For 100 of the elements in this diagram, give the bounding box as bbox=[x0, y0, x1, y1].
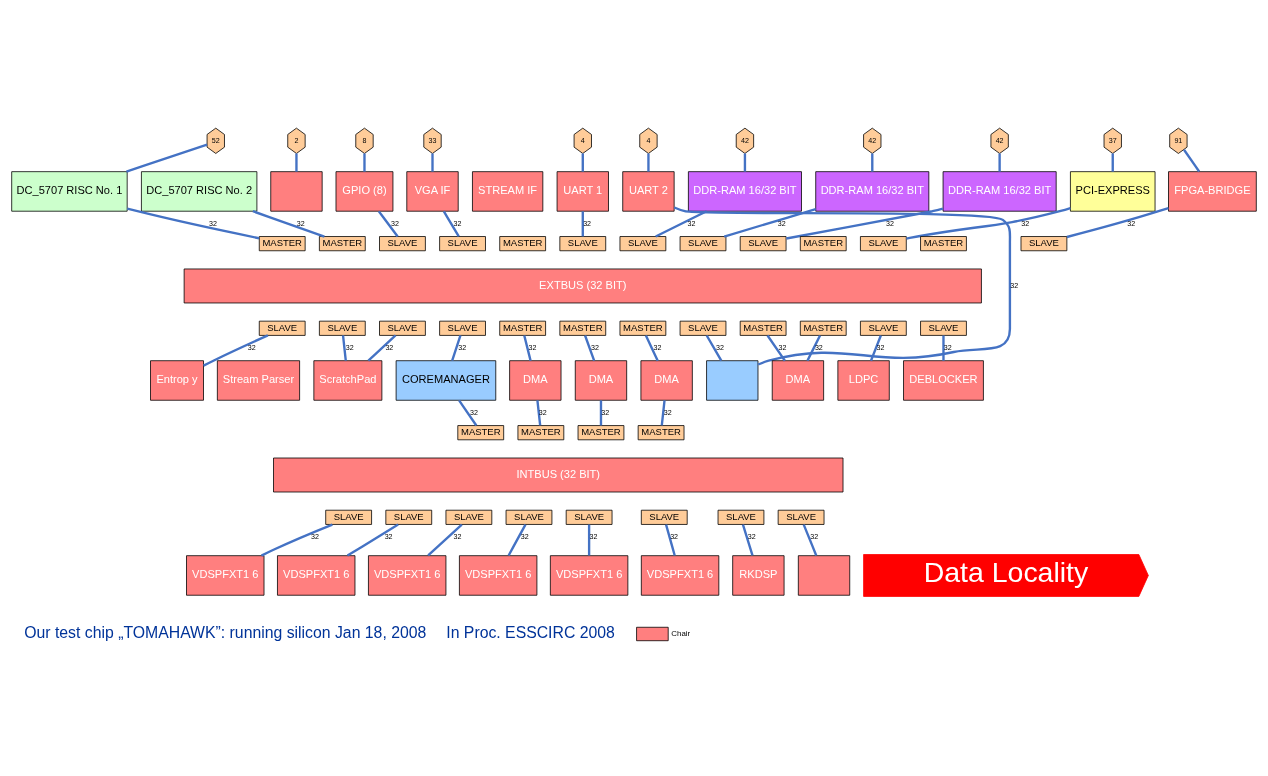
connector bbox=[431, 153, 434, 172]
connector bbox=[743, 153, 747, 172]
connector bbox=[647, 153, 650, 172]
node-box: ScratchPad bbox=[313, 360, 383, 401]
connector bbox=[581, 153, 584, 172]
node-box: LDPC bbox=[837, 360, 890, 401]
connector bbox=[1066, 206, 1169, 239]
node-box: SLAVE bbox=[505, 509, 553, 525]
connector bbox=[705, 334, 723, 362]
connector bbox=[802, 524, 818, 556]
node-box: DMA bbox=[771, 360, 825, 401]
connector bbox=[587, 524, 591, 556]
node-box: MASTER bbox=[920, 236, 967, 252]
node-box: SLAVE bbox=[679, 236, 727, 252]
node-box: SLAVE bbox=[920, 320, 967, 336]
node-box: SLAVE bbox=[640, 509, 688, 525]
connector bbox=[906, 206, 1071, 240]
node-box: MASTER bbox=[619, 320, 667, 336]
node-box: Stream Parser bbox=[216, 360, 300, 401]
connector bbox=[451, 335, 462, 362]
connector bbox=[427, 523, 463, 557]
node-box: SLAVE bbox=[679, 320, 727, 336]
node-box: FPGA-BRIDGE bbox=[1168, 171, 1257, 212]
node-box: SLAVE bbox=[559, 236, 607, 252]
connector bbox=[458, 399, 478, 427]
node-box: SLAVE bbox=[258, 320, 306, 336]
connector bbox=[1111, 153, 1114, 172]
connector bbox=[664, 524, 676, 556]
node-box: MASTER bbox=[577, 425, 625, 441]
connector bbox=[583, 335, 596, 362]
node-box: DDR-RAM 16/32 BIT bbox=[815, 171, 930, 212]
connector bbox=[741, 524, 754, 556]
node-box: SLAVE bbox=[717, 509, 765, 525]
node-box: DMA bbox=[640, 360, 693, 401]
node-box: VDSPFXT1 6 bbox=[549, 555, 629, 596]
node-box: MASTER bbox=[258, 236, 306, 252]
node-box: COREMANAGER bbox=[395, 360, 497, 401]
node-box: SLAVE bbox=[379, 320, 426, 336]
connector bbox=[377, 210, 399, 238]
node-box: DMA bbox=[509, 360, 562, 401]
connector bbox=[523, 335, 532, 361]
connector bbox=[869, 335, 882, 362]
node-box: DEBLOCKER bbox=[903, 360, 984, 401]
legend-label: Chair bbox=[671, 628, 691, 638]
connector bbox=[442, 210, 460, 238]
node-box: MASTER bbox=[517, 425, 565, 441]
node-box: VDSPFXT1 6 bbox=[640, 555, 720, 596]
connector bbox=[660, 400, 666, 426]
node-box: VDSPFXT1 6 bbox=[459, 555, 538, 596]
connector bbox=[871, 153, 874, 172]
node-box: STREAM IF bbox=[472, 171, 544, 212]
connector bbox=[673, 206, 1012, 366]
node-box bbox=[797, 555, 851, 596]
connector bbox=[341, 335, 347, 361]
label: Our test chip „TOMAHAWK”: running silicon Jan 18, 2008 bbox=[24, 623, 427, 641]
node-box: INTBUS (32 BIT) bbox=[273, 457, 844, 493]
node-box: MASTER bbox=[799, 236, 847, 252]
connector bbox=[766, 334, 786, 362]
node-box: MASTER bbox=[637, 425, 685, 441]
node-box: DC_5707 RISC No. 1 bbox=[11, 171, 128, 212]
node-box: PCI-EXPRESS bbox=[1070, 171, 1156, 212]
node-box: SLAVE bbox=[379, 236, 426, 252]
node-box bbox=[270, 171, 323, 212]
node-box: SLAVE bbox=[439, 236, 486, 252]
node-box: MASTER bbox=[499, 320, 546, 336]
node-box: SLAVE bbox=[565, 509, 613, 525]
node-box: EXTBUS (32 BIT) bbox=[183, 268, 982, 304]
node-box: SLAVE bbox=[1020, 236, 1068, 252]
connector bbox=[644, 335, 659, 362]
connector bbox=[942, 335, 945, 361]
node-box: SLAVE bbox=[739, 236, 787, 252]
connector bbox=[127, 207, 260, 240]
node-box: SLAVE bbox=[319, 320, 366, 336]
node-box: SLAVE bbox=[619, 236, 667, 252]
node-box: RKDSP bbox=[732, 555, 785, 596]
node-box: SLAVE bbox=[439, 320, 486, 336]
connector bbox=[536, 400, 542, 426]
node-box: SLAVE bbox=[325, 509, 372, 525]
connector bbox=[252, 210, 325, 238]
connector bbox=[806, 334, 822, 362]
connector bbox=[295, 153, 298, 172]
node-box: SLAVE bbox=[445, 509, 493, 525]
node-box: DC_5707 RISC No. 2 bbox=[141, 171, 258, 212]
connector bbox=[260, 523, 333, 557]
node-box: SLAVE bbox=[860, 320, 907, 336]
connector bbox=[346, 523, 399, 557]
node-box: GPIO (8) bbox=[335, 171, 394, 212]
connector bbox=[655, 210, 708, 238]
label: In Proc. ESSCIRC 2008 bbox=[446, 623, 615, 641]
node-box: VGA IF bbox=[406, 171, 459, 212]
node-box: DDR-RAM 16/32 BIT bbox=[942, 171, 1057, 212]
node-box: DDR-RAM 16/32 BIT bbox=[688, 171, 802, 212]
node-box: SLAVE bbox=[385, 509, 433, 525]
node-box: MASTER bbox=[457, 425, 505, 441]
connector bbox=[203, 334, 269, 367]
connector bbox=[1183, 149, 1201, 173]
connector bbox=[126, 143, 208, 173]
node-box: UART 2 bbox=[622, 171, 675, 212]
node-box: MASTER bbox=[799, 320, 847, 336]
node-box bbox=[706, 360, 759, 401]
